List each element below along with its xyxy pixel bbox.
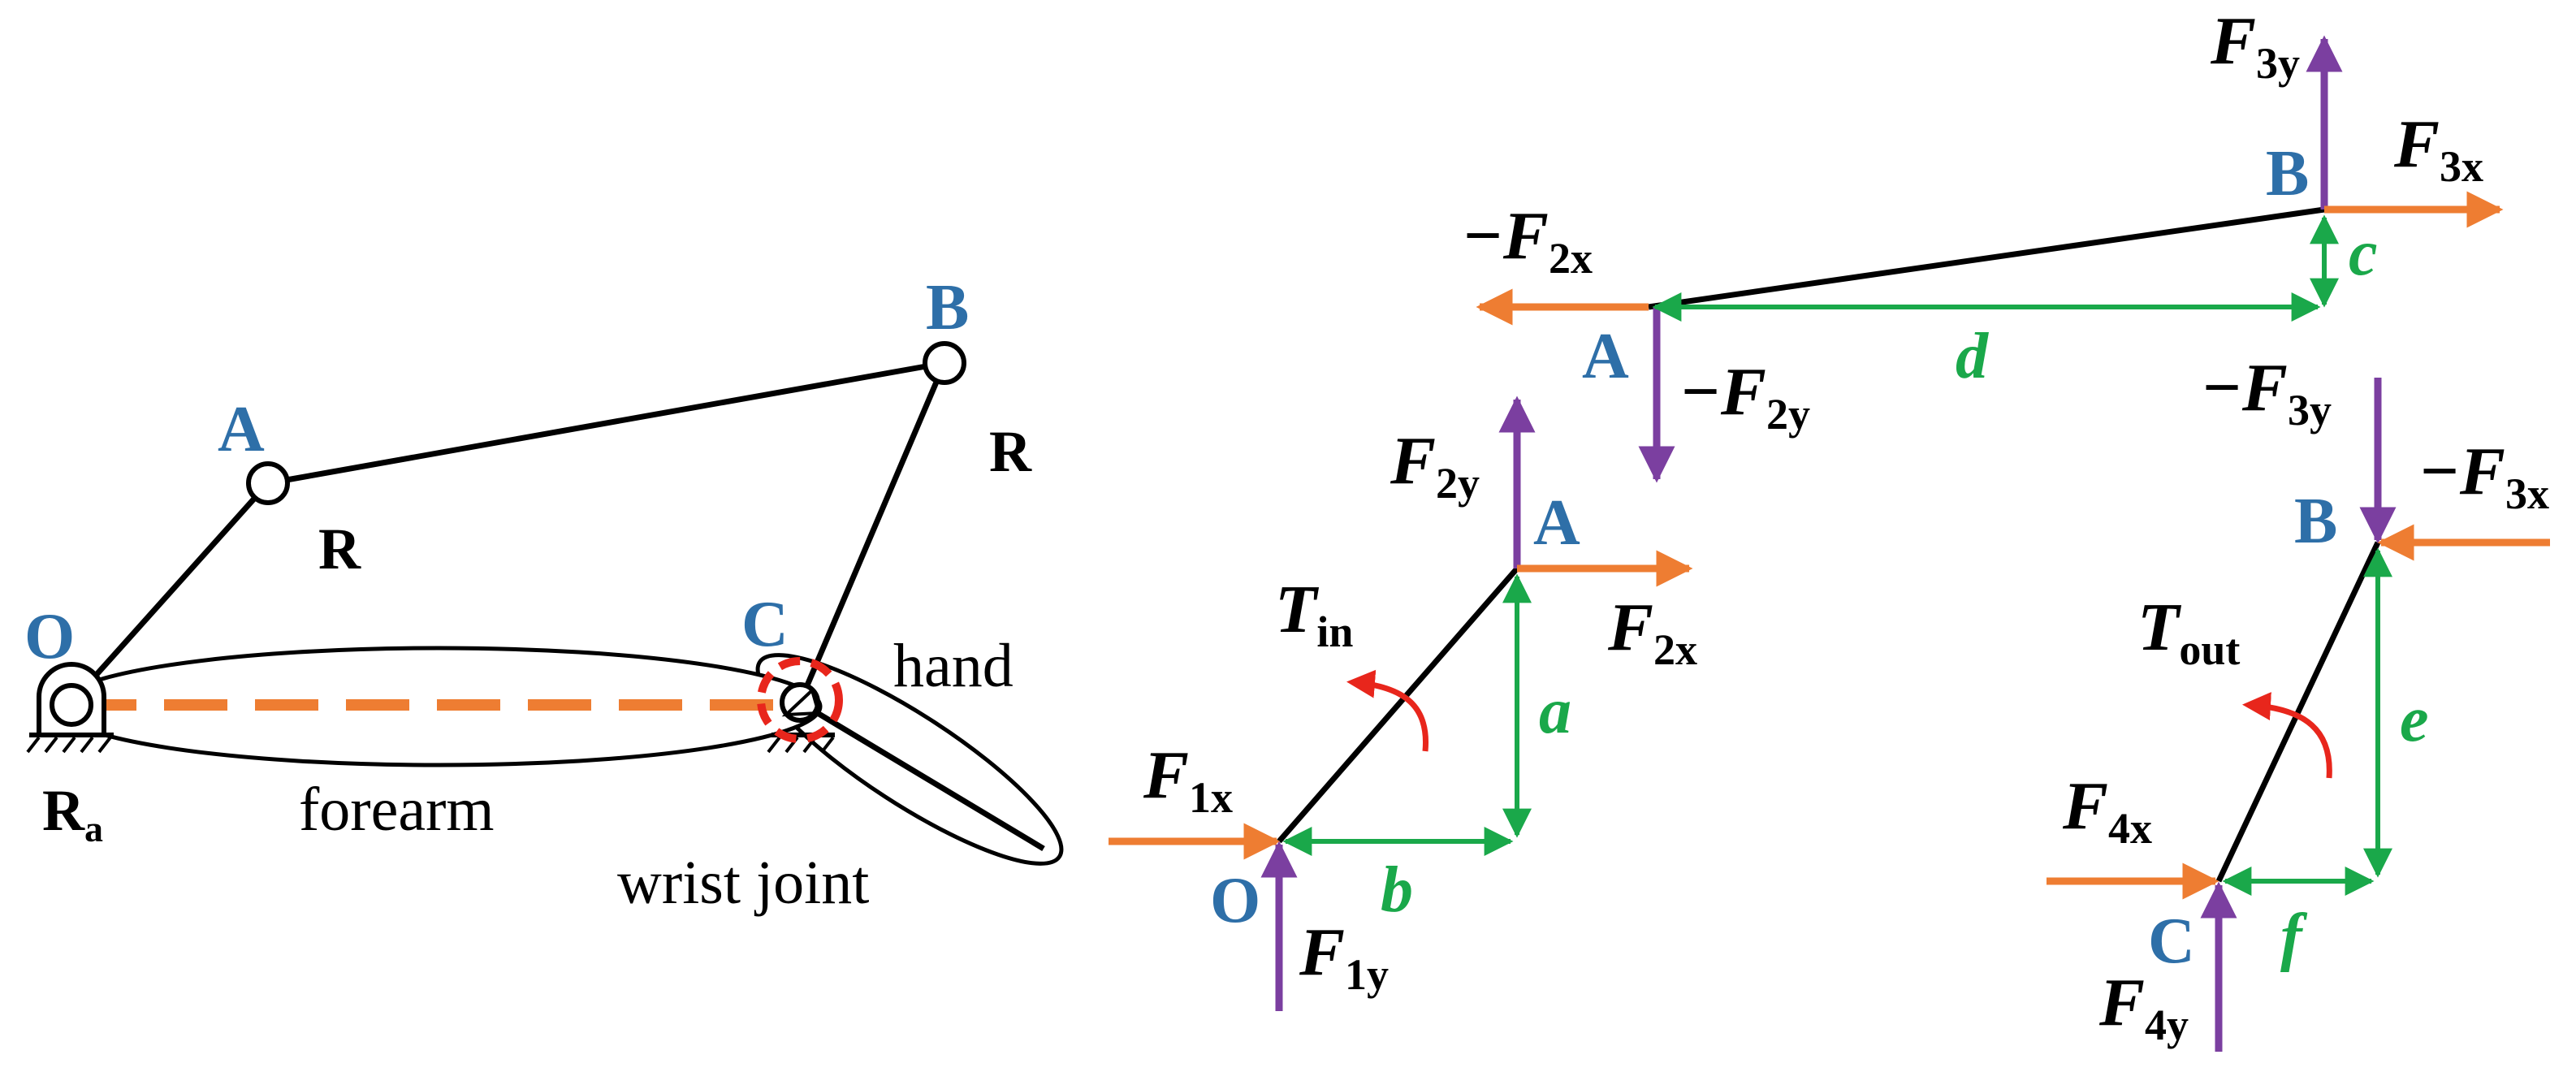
ground-O: [26, 662, 114, 754]
label-minus-F3x: −F3x: [2418, 434, 2549, 518]
label-F3y: F3y: [2210, 3, 2300, 88]
output-point-label-B: B: [2294, 486, 2337, 557]
torque-arrow-Tout: [2242, 692, 2332, 779]
output-point-label-C: C: [2148, 906, 2195, 977]
label-F4x: F4x: [2062, 768, 2152, 853]
input-fbd: O A F2y F2x F1x F1y Tin a b: [1109, 396, 1697, 1011]
label-minus-F2y: −F2y: [1679, 354, 1810, 439]
point-label-A: A: [218, 394, 265, 465]
output-link: [2215, 541, 2381, 883]
point-label-C: C: [741, 589, 789, 660]
link-hand: [798, 699, 1045, 852]
label-F1y: F1y: [1299, 914, 1389, 999]
dim-label-e: e: [2400, 684, 2429, 755]
torque-arrow-Tin: [1346, 669, 1429, 752]
input-point-label-A: A: [1533, 487, 1580, 559]
dim-label-c: c: [2349, 218, 2378, 289]
mechanism: O A B C R R Ra forearm hand wrist joint: [24, 272, 1064, 917]
link-OA: [69, 481, 270, 705]
joint-type-label-B: R: [989, 419, 1032, 484]
joint-C: [757, 657, 843, 754]
label-hand: hand: [893, 632, 1014, 700]
point-label-O: O: [24, 601, 75, 672]
label-F4y: F4y: [2098, 965, 2189, 1049]
link-AB: [267, 360, 945, 486]
coupler-point-label-A: A: [1582, 321, 1629, 392]
label-wrist-joint: wrist joint: [617, 849, 869, 917]
output-fbd: B C −F3y −F3x F4x F4y Tout e f: [2047, 350, 2550, 1052]
dim-label-f: f: [2280, 901, 2308, 973]
joint-A: [246, 461, 290, 505]
coupler-fbd: A B F3y F3x −F2x −F2y c d: [1462, 3, 2504, 483]
joint-type-label-A: R: [318, 517, 361, 581]
wrist-highlight: [757, 657, 843, 743]
dim-label-a: a: [1539, 676, 1571, 747]
point-label-B: B: [926, 272, 969, 344]
label-minus-F2x: −F2x: [1462, 198, 1593, 283]
joint-B: [923, 341, 966, 385]
label-Tin: Tin: [1275, 572, 1353, 656]
label-F2y: F2y: [1390, 423, 1480, 508]
label-F2x: F2x: [1607, 590, 1697, 674]
input-point-label-O: O: [1210, 865, 1260, 936]
hand-ellipse: [755, 653, 1064, 866]
label-minus-F3y: −F3y: [2201, 350, 2332, 434]
dim-label-d: d: [1956, 321, 1989, 392]
coupler-link: [1648, 206, 2325, 310]
label-Tout: Tout: [2137, 590, 2240, 674]
input-link: [1277, 566, 1519, 844]
joint-type-label-O: Ra: [42, 778, 103, 849]
label-F1x: F1x: [1143, 737, 1233, 822]
label-forearm: forearm: [299, 776, 495, 844]
coupler-point-label-B: B: [2266, 138, 2309, 210]
link-BC: [797, 361, 948, 704]
dim-label-b: b: [1381, 854, 1413, 926]
label-F3x: F3x: [2393, 106, 2483, 191]
